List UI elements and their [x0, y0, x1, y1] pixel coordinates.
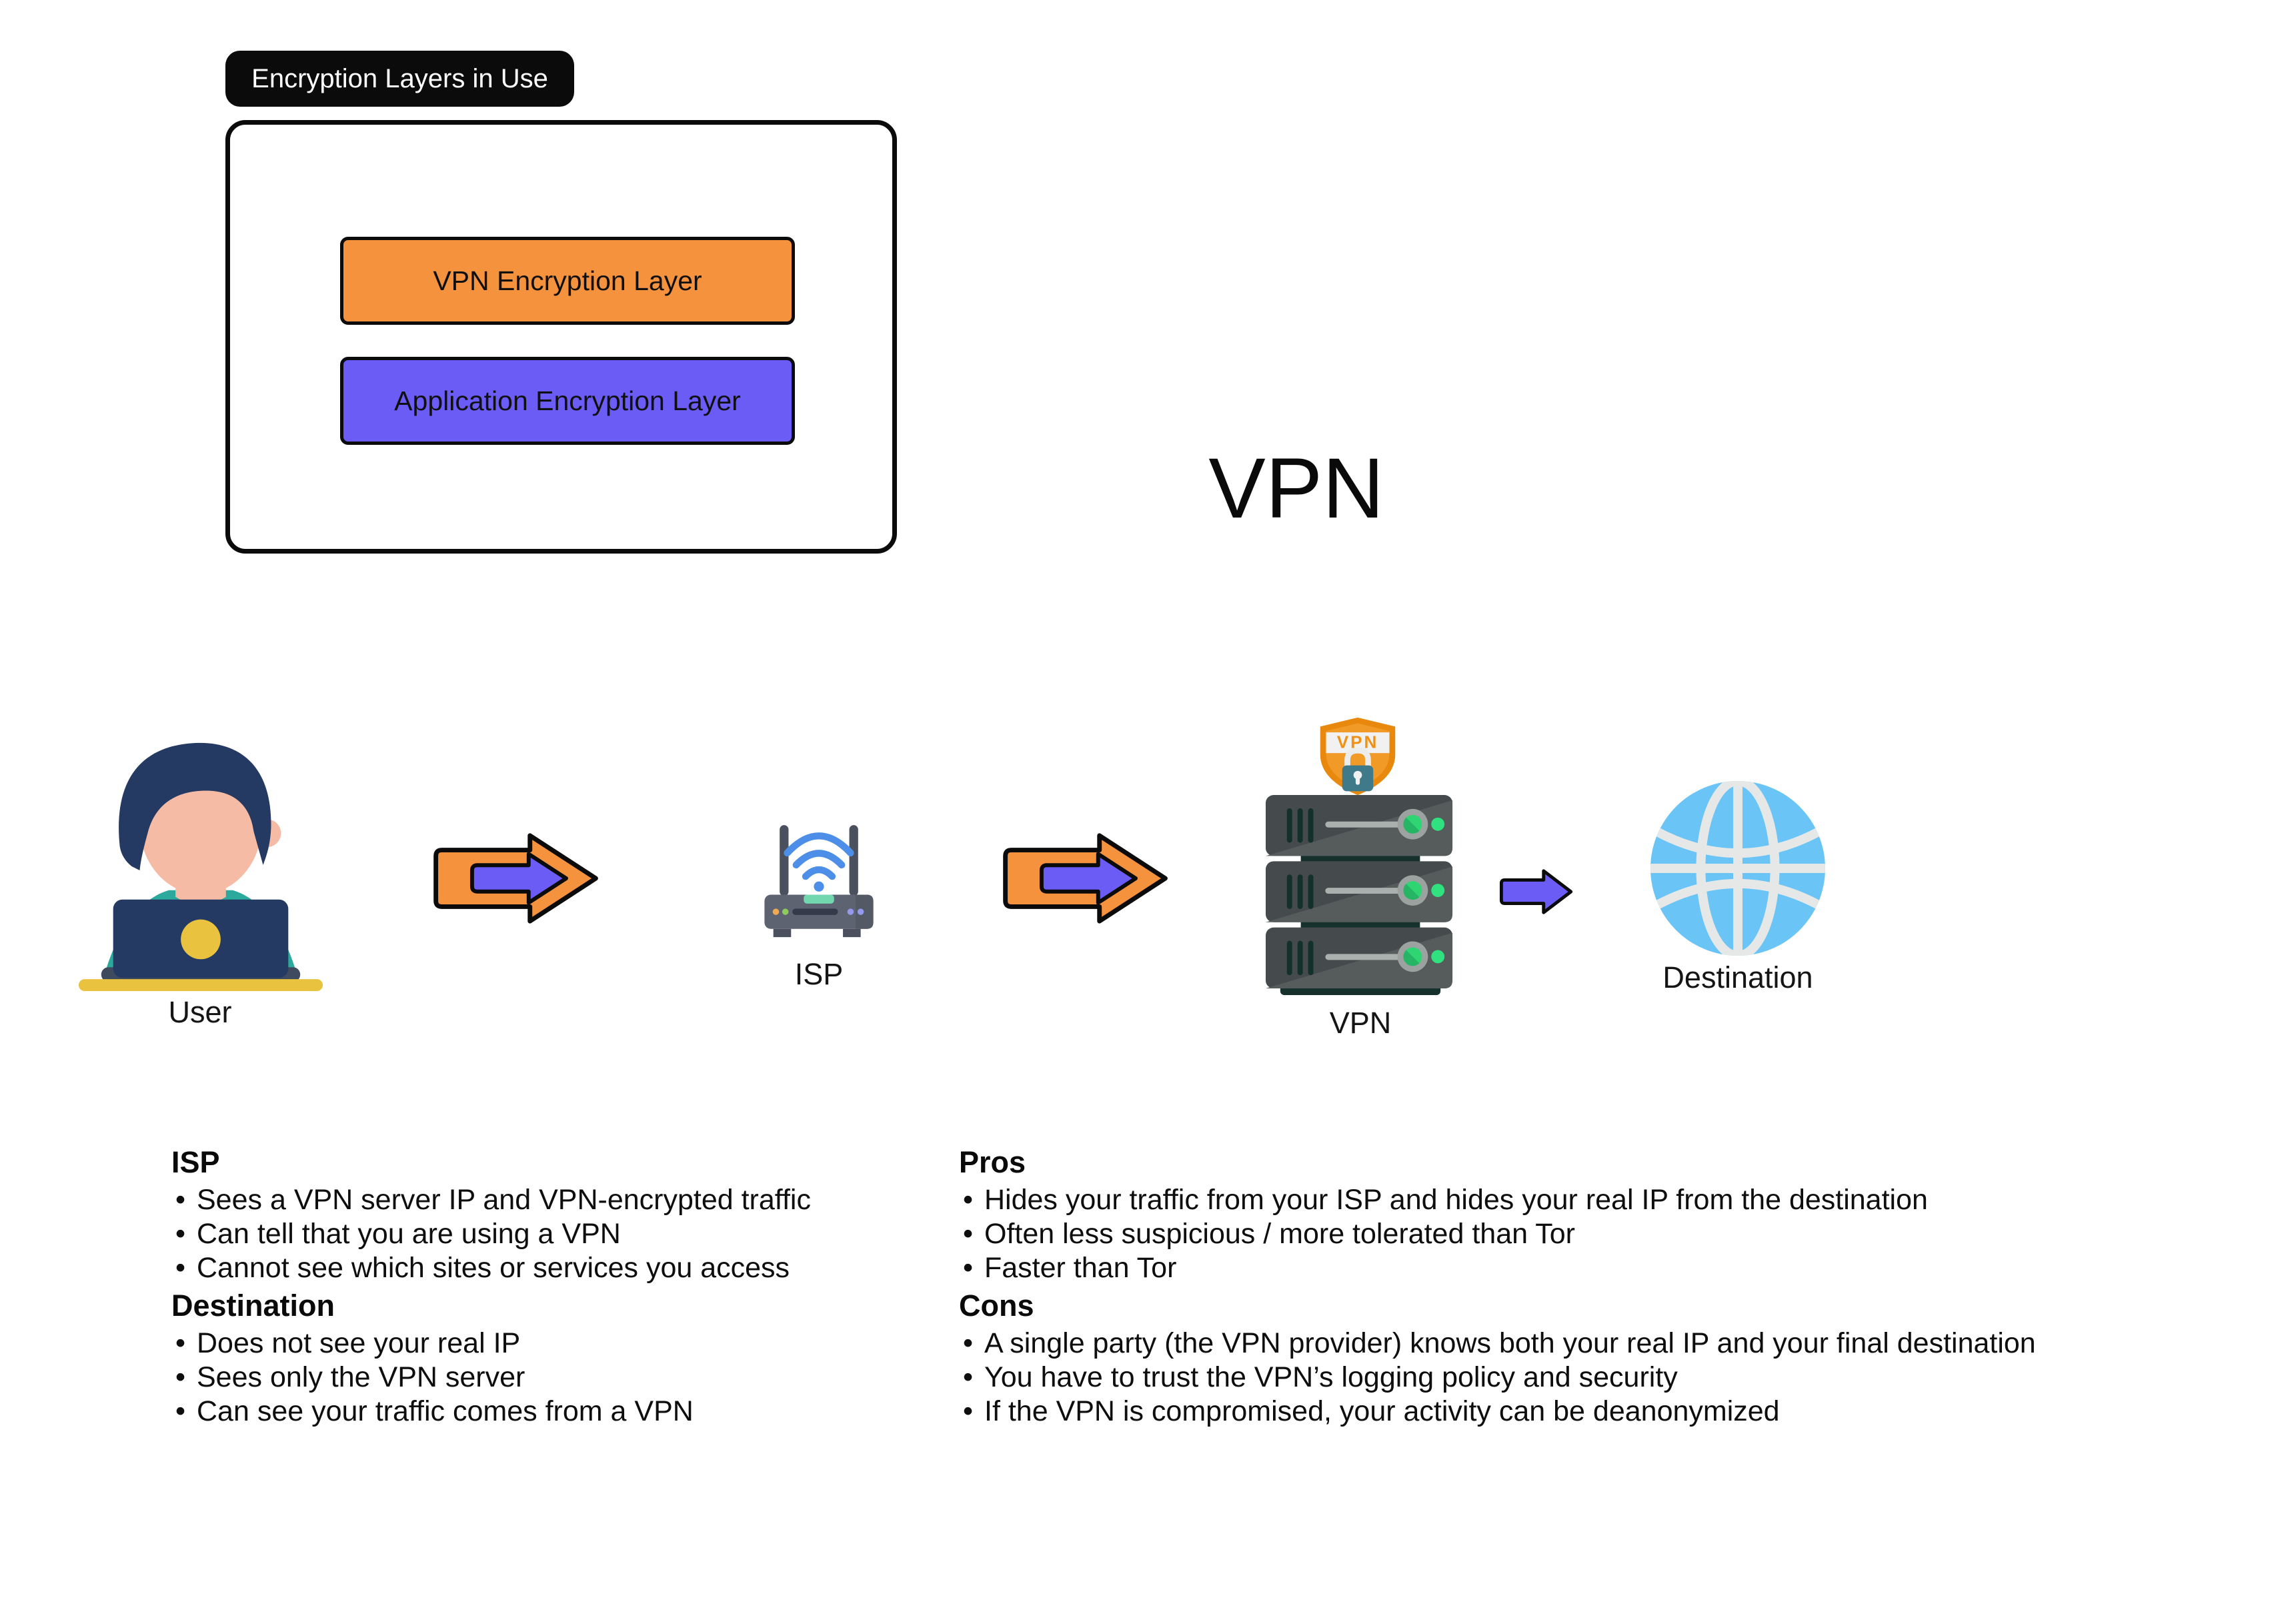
vpn-label: VPN — [1329, 1006, 1392, 1040]
list-item: Sees only the VPN server — [171, 1361, 952, 1395]
application-encryption-layer-label: Application Encryption Layer — [394, 385, 741, 416]
pros-cons-column: Pros Hides your traffic from your ISP an… — [959, 1142, 2199, 1429]
vpn-shield-lock-icon: VPN — [1320, 717, 1396, 796]
user-label: User — [168, 995, 232, 1029]
list-item: Can tell that you are using a VPN — [171, 1217, 952, 1251]
globe-icon — [1650, 780, 1826, 956]
vpn-encryption-layer-label: VPN Encryption Layer — [433, 265, 702, 296]
isp-notes-heading: ISP — [171, 1145, 220, 1179]
list-item: Can see your traffic comes from a VPN — [171, 1395, 952, 1429]
cons-list: A single party (the VPN provider) knows … — [959, 1327, 2199, 1429]
cons-heading: Cons — [959, 1289, 1034, 1323]
list-item: Cannot see which sites or services you a… — [171, 1251, 952, 1285]
list-item: Does not see your real IP — [171, 1327, 952, 1361]
destination-notes-heading: Destination — [171, 1289, 335, 1323]
vpn-server-stack-icon — [1265, 795, 1453, 995]
page-title: VPN — [1208, 441, 1384, 536]
vpn-encryption-layer-box: VPN Encryption Layer — [340, 237, 795, 325]
destination-label: Destination — [1662, 960, 1813, 994]
list-item: A single party (the VPN provider) knows … — [959, 1327, 2199, 1361]
pros-list: Hides your traffic from your ISP and hid… — [959, 1183, 2199, 1285]
list-item: If the VPN is compromised, your activity… — [959, 1395, 2199, 1429]
list-item: Hides your traffic from your ISP and hid… — [959, 1183, 2199, 1217]
application-encryption-layer-box: Application Encryption Layer — [340, 357, 795, 445]
arrow-user-to-isp-icon — [433, 833, 598, 924]
encryption-layers-box: VPN Encryption Layer Application Encrypt… — [225, 120, 897, 554]
list-item: Sees a VPN server IP and VPN-encrypted t… — [171, 1183, 952, 1217]
encryption-legend-title-text: Encryption Layers in Use — [251, 63, 548, 93]
observer-notes-column: ISP Sees a VPN server IP and VPN-encrypt… — [171, 1142, 952, 1429]
list-item: You have to trust the VPN’s logging poli… — [959, 1361, 2199, 1395]
wifi-router-icon — [764, 825, 874, 938]
arrow-vpn-to-destination-icon — [1499, 869, 1573, 914]
pros-heading: Pros — [959, 1145, 1026, 1179]
destination-notes-list: Does not see your real IP Sees only the … — [171, 1327, 952, 1429]
arrow-isp-to-vpn-icon — [1003, 833, 1168, 924]
list-item: Often less suspicious / more tolerated t… — [959, 1217, 2199, 1251]
user-at-laptop-icon — [78, 742, 323, 992]
isp-label: ISP — [794, 957, 844, 991]
isp-notes-list: Sees a VPN server IP and VPN-encrypted t… — [171, 1183, 952, 1285]
list-item: Faster than Tor — [959, 1251, 2199, 1285]
encryption-legend-title: Encryption Layers in Use — [225, 51, 574, 107]
